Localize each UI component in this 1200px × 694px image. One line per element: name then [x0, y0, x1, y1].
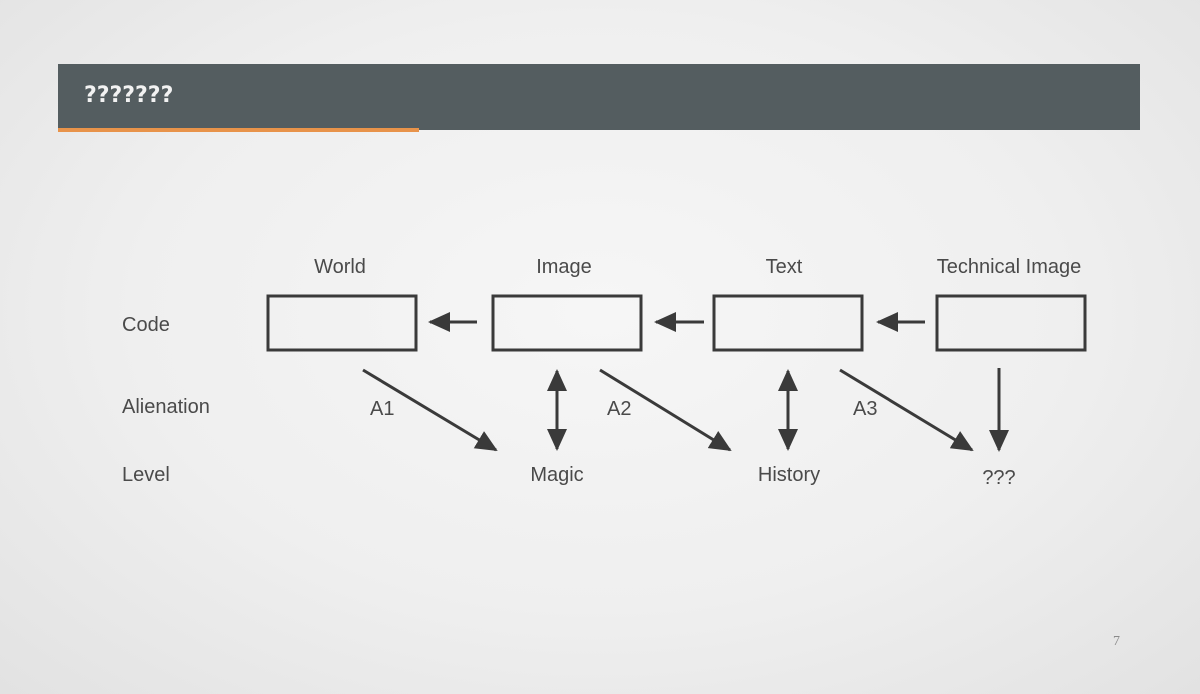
row-label-level: Level	[122, 464, 170, 486]
alienation-label-a2: A2	[607, 398, 632, 420]
alienation-label-a3: A3	[853, 398, 878, 420]
arrow-a3	[839, 368, 974, 452]
level-label-magic: Magic	[530, 464, 584, 486]
level-label-unknown: ???	[982, 467, 1016, 489]
alienation-label-a1: A1	[370, 398, 395, 420]
box-image	[491, 294, 643, 352]
level-label-history: History	[757, 464, 821, 486]
slide-title: ???????	[84, 83, 174, 108]
box-text	[712, 294, 864, 352]
row-label-alienation: Alienation	[122, 396, 210, 418]
arrow-a2	[599, 368, 732, 452]
page-number: 7	[1113, 634, 1120, 649]
slide-header: ???????	[58, 64, 1140, 130]
column-label-world: World	[314, 256, 366, 278]
box-world	[266, 294, 418, 352]
header-accent-line	[58, 128, 419, 132]
column-label-text: Text	[765, 256, 803, 278]
box-technical-image	[935, 294, 1087, 352]
column-label-image: Image	[536, 256, 592, 278]
row-label-code: Code	[122, 314, 170, 336]
arrow-a1	[362, 368, 498, 452]
column-label-technical-image: Technical Image	[936, 256, 1082, 278]
